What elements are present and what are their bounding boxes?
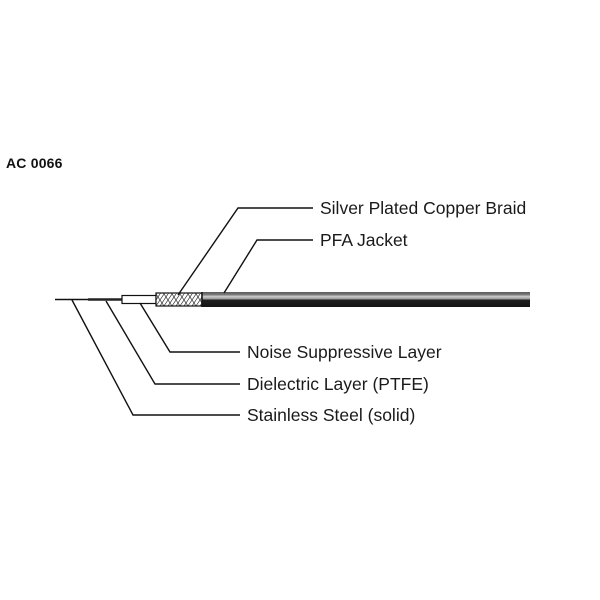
leader-line-braid	[177, 207, 313, 296]
label-jacket: PFA Jacket	[320, 230, 408, 250]
part-code: AC 0066	[6, 155, 63, 171]
leader-line-noise-layer	[139, 302, 240, 353]
braid-layer	[155, 292, 203, 307]
leader-line-dielectric	[105, 300, 240, 385]
pfa-jacket	[202, 292, 530, 307]
dielectric-layer	[121, 294, 157, 305]
leader-line-jacket	[223, 239, 313, 294]
label-braid: Silver Plated Copper Braid	[320, 198, 527, 218]
label-dielectric: Dielectric Layer (PTFE)	[247, 374, 429, 394]
label-conductor: Stainless Steel (solid)	[247, 405, 416, 425]
label-noise-layer: Noise Suppressive Layer	[247, 342, 442, 362]
leader-line-conductor	[71, 299, 240, 416]
